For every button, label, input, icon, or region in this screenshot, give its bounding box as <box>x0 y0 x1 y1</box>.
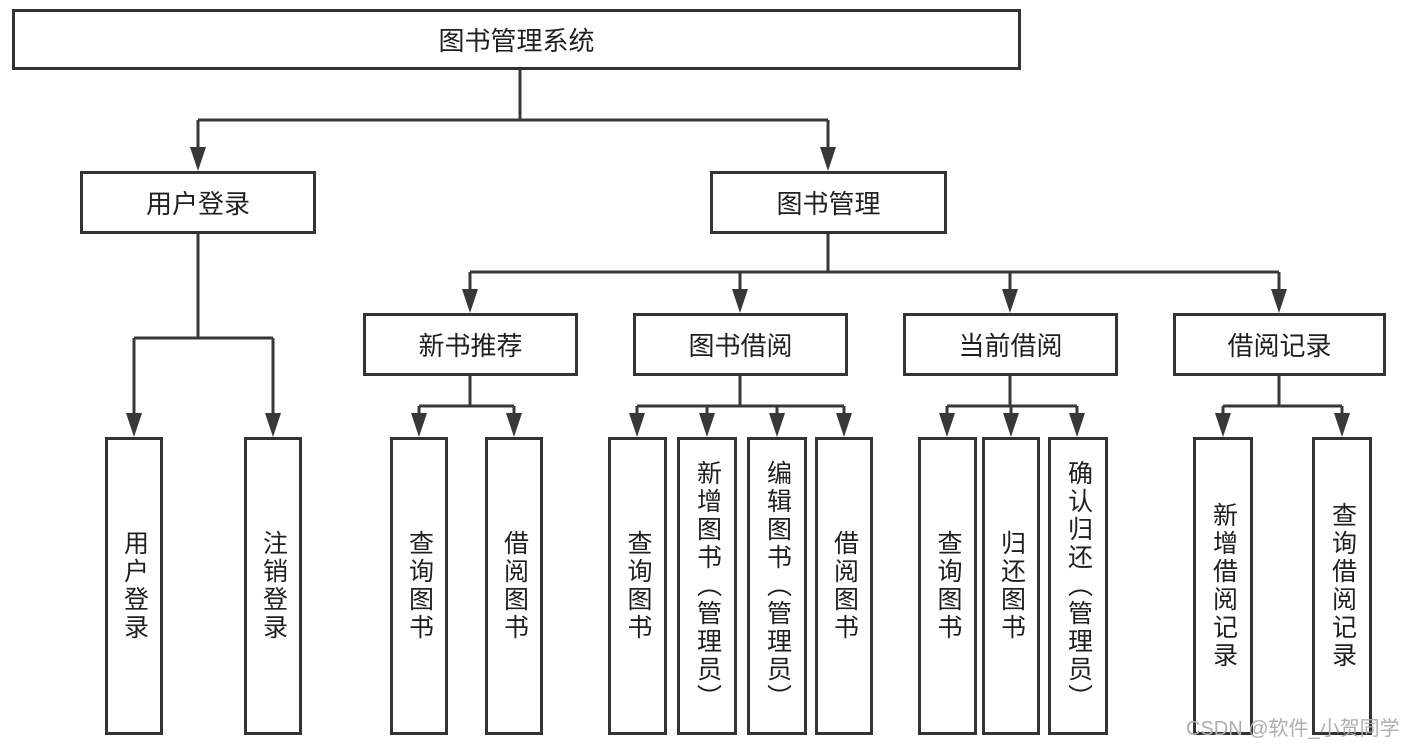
node-label: 确认归还（管理员） <box>1064 460 1093 712</box>
leaf-records-query-record: 查询借阅记录 <box>1312 437 1372 735</box>
node-label: 用户登录 <box>120 530 149 642</box>
node-label: 查询图书 <box>934 530 962 642</box>
node-label: 借阅图书 <box>830 530 859 642</box>
node-current-borrowing: 当前借阅 <box>903 313 1118 376</box>
node-borrow-records: 借阅记录 <box>1173 313 1386 376</box>
node-label: 编辑图书（管理员） <box>763 460 792 712</box>
node-label: 图书管理系统 <box>438 26 595 56</box>
node-book-management: 图书管理 <box>710 171 947 234</box>
node-label: 查询借阅记录 <box>1328 502 1357 670</box>
leaf-current-return-books: 归还图书 <box>982 437 1040 735</box>
leaf-newbooks-borrow-books: 借阅图书 <box>485 437 543 735</box>
node-label: 归还图书 <box>997 530 1026 642</box>
leaf-borrowing-edit-books-admin: 编辑图书（管理员） <box>747 437 807 735</box>
node-label: 新书推荐 <box>418 331 523 361</box>
node-label: 注销登录 <box>259 530 288 642</box>
leaf-borrowing-add-books-admin: 新增图书（管理员） <box>677 437 737 735</box>
node-label: 图书管理 <box>776 189 881 219</box>
leaf-borrowing-borrow-books: 借阅图书 <box>815 437 873 735</box>
node-label: 用户登录 <box>145 189 250 219</box>
node-label: 图书借阅 <box>688 331 793 361</box>
watermark: CSDN @软件_小贺同学 <box>1186 718 1400 740</box>
node-label: 新增图书（管理员） <box>693 460 722 712</box>
node-book-borrowing: 图书借阅 <box>633 313 848 376</box>
node-label: 借阅记录 <box>1227 331 1332 361</box>
node-user-login: 用户登录 <box>80 171 316 234</box>
node-label: 当前借阅 <box>958 331 1063 361</box>
node-new-book-recommend: 新书推荐 <box>363 313 578 376</box>
leaf-user-login: 用户登录 <box>105 437 163 735</box>
leaf-current-confirm-return-admin: 确认归还（管理员） <box>1048 437 1108 735</box>
leaf-borrowing-query-books: 查询图书 <box>608 437 667 735</box>
node-label: 查询图书 <box>624 530 652 642</box>
leaf-newbooks-query-books: 查询图书 <box>390 437 448 735</box>
leaf-logout: 注销登录 <box>244 437 302 735</box>
node-label: 新增借阅记录 <box>1209 502 1238 670</box>
node-root-system: 图书管理系统 <box>12 9 1021 70</box>
node-label: 查询图书 <box>405 530 434 642</box>
leaf-records-add-record: 新增借阅记录 <box>1193 437 1253 735</box>
node-label: 借阅图书 <box>500 530 529 642</box>
leaf-current-query-books: 查询图书 <box>918 437 977 735</box>
